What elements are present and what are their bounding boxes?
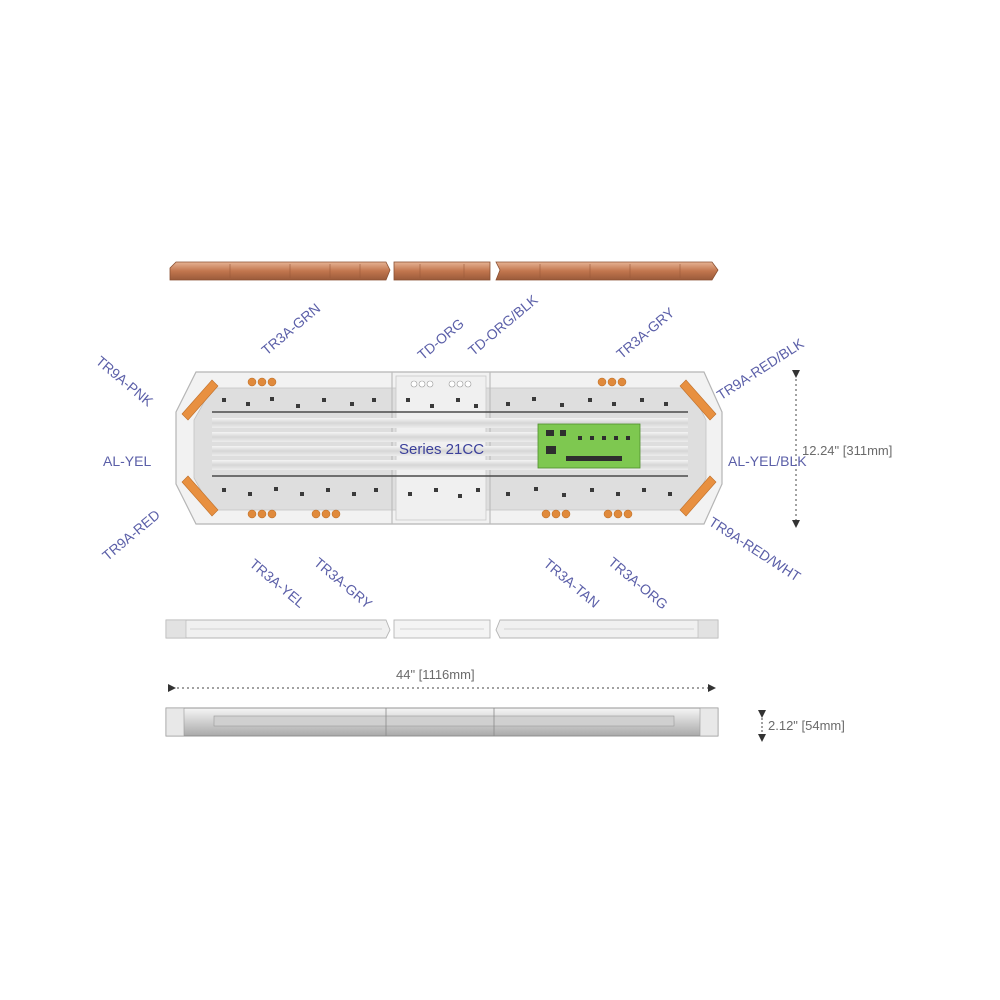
top-cover-view — [169, 261, 719, 281]
lightbar-front-view — [165, 619, 719, 639]
depth-dimension-label: 12.24" [311mm] — [802, 443, 893, 458]
wire-label-al-yel: AL-YEL — [103, 453, 152, 469]
height-dimension-label: 2.12" [54mm] — [768, 718, 845, 733]
controller-board — [537, 423, 641, 469]
series-label: Series 21CC — [399, 441, 485, 458]
wire-label-al-yel-blk: AL-YEL/BLK — [728, 453, 807, 469]
lightbar-top-view — [175, 371, 723, 525]
lightbar-side-view — [165, 707, 719, 737]
length-dimension-label: 44" [1116mm] — [396, 667, 475, 682]
